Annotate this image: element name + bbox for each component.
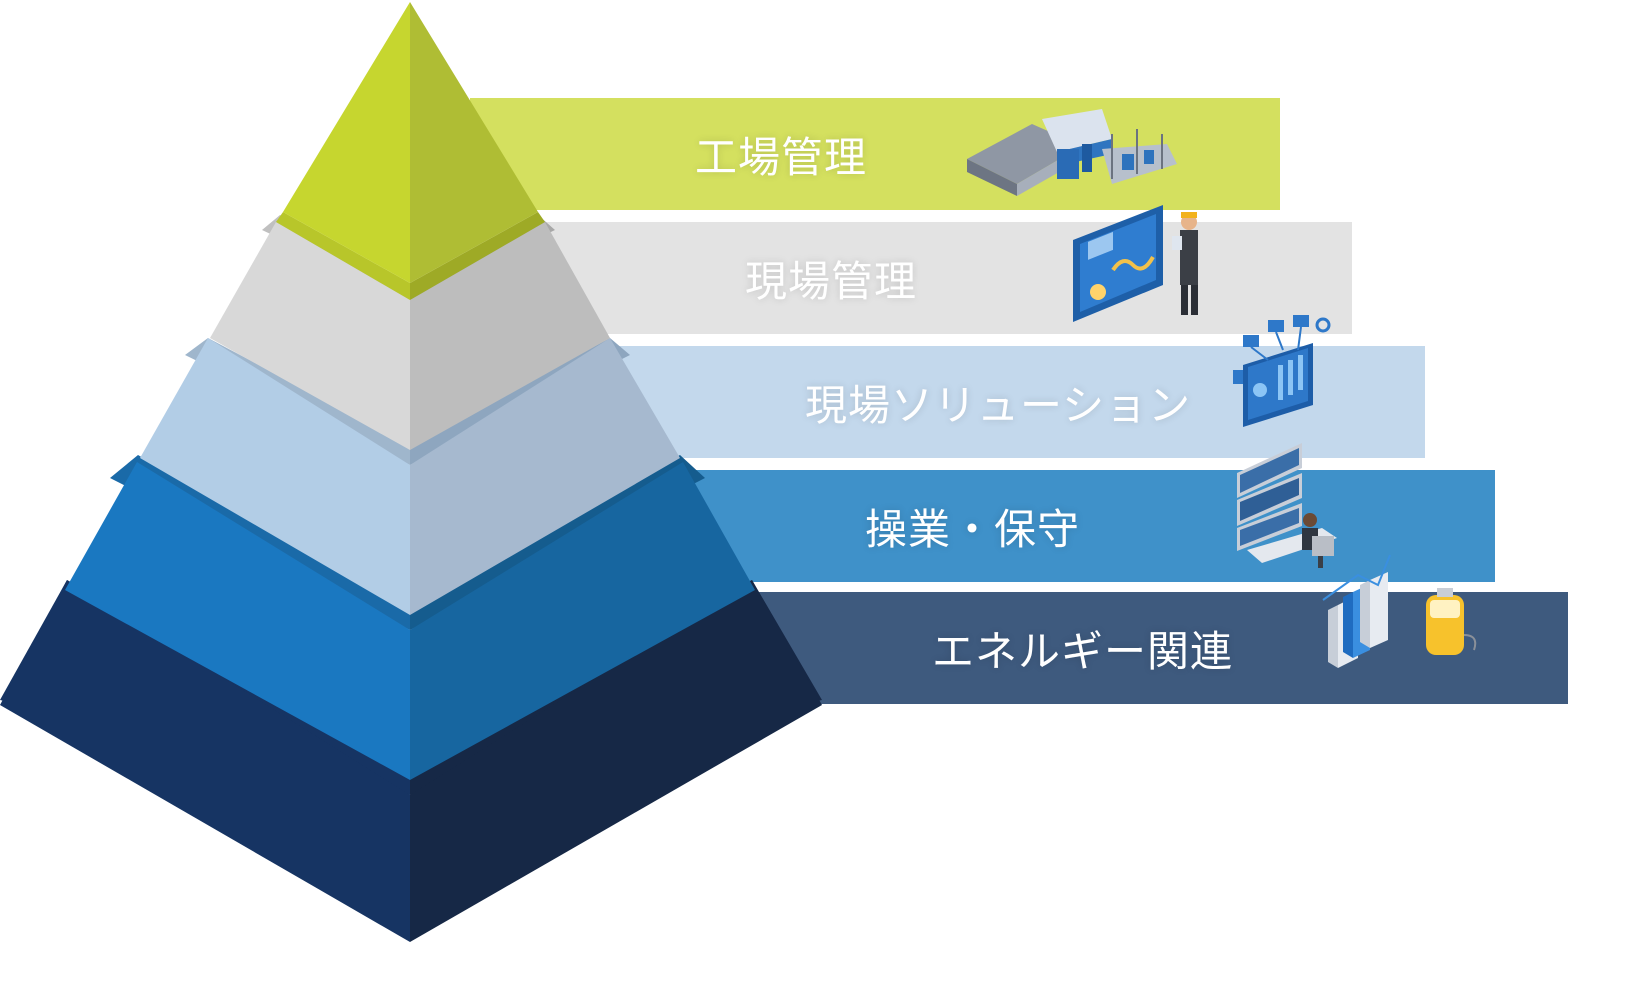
tier-band-4: 操業・保守 (680, 470, 1495, 582)
pyramid-tier-5 (0, 580, 822, 942)
tier-label-1: 工場管理 (695, 132, 868, 182)
tier-label-2: 現場管理 (745, 256, 918, 306)
dashboard-worker-icon (1073, 205, 1198, 322)
pyramid-diagram (0, 2, 822, 942)
tier-band-2: 現場管理 (540, 222, 1352, 334)
tier-label-3: 現場ソリューション (805, 380, 1192, 430)
factory-icon (967, 109, 1177, 196)
pyramid-tier-4 (65, 455, 755, 780)
pyramid-tier-2 (210, 215, 610, 450)
pyramid-tier-3 (140, 338, 680, 615)
energy-battery-icon (1322, 554, 1477, 668)
tier-label-4: 操業・保守 (865, 504, 1081, 554)
tier-band-3: 現場ソリューション (610, 346, 1425, 458)
operator-console-icon (1237, 443, 1337, 568)
tier-label-5: エネルギー関連 (932, 626, 1234, 676)
network-chart-icon (1233, 315, 1331, 427)
pyramid-tier-1 (276, 2, 545, 300)
